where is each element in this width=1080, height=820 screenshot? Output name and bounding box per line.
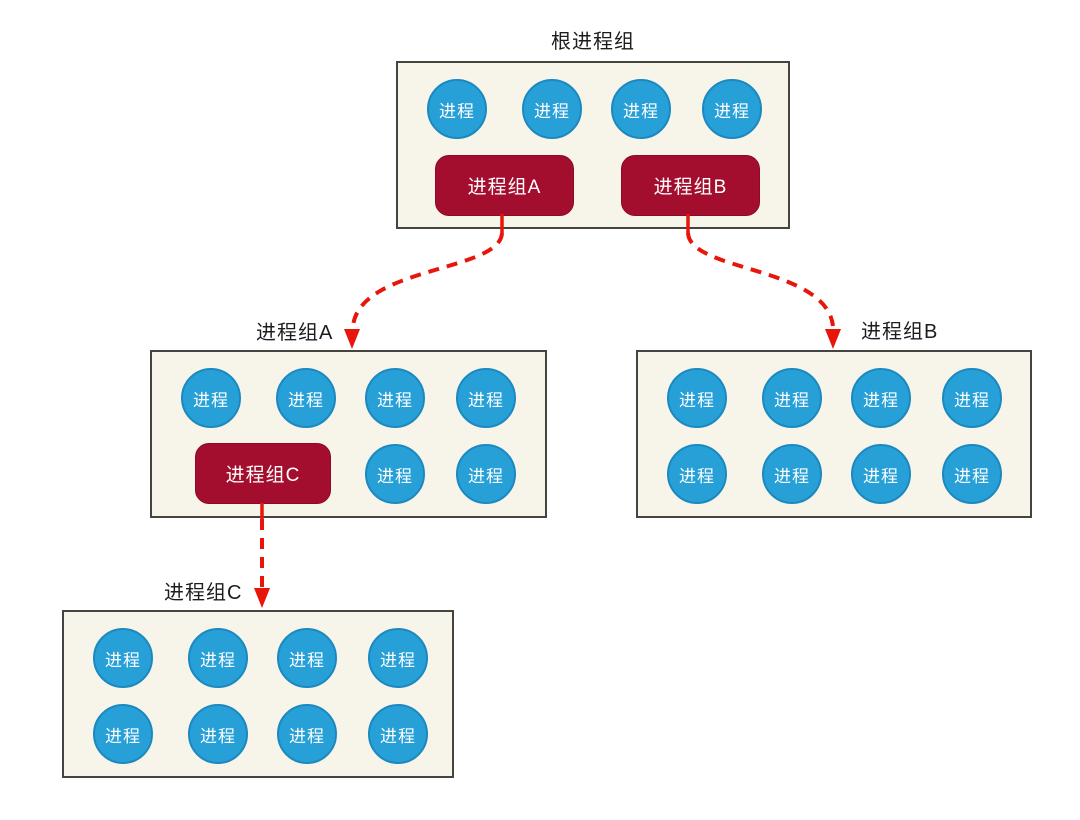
process-node: 进程 [368,628,428,688]
process-node: 进程 [277,704,337,764]
process-label: 进程 [468,390,504,410]
arrow-dashed-curve [351,232,504,327]
arrow-root-to-group-b [686,214,841,349]
process-node: 进程 [368,704,428,764]
process-node: 进程 [611,79,671,139]
process-node: 进程 [667,444,727,504]
group-title-c: 进程组C [164,582,243,604]
process-label: 进程 [377,466,413,486]
process-node: 进程 [181,368,241,428]
process-node: 进程 [667,368,727,428]
arrowhead-icon [254,588,270,608]
process-label: 进程 [468,466,504,486]
process-node: 进程 [188,704,248,764]
subgroup-chip-b-label: 进程组B [653,177,728,198]
arrow-dashed-curve [686,232,835,327]
group-box-c: 进程 进程 进程 进程 进程 进程 进程 进程 [62,610,454,778]
subgroup-chip-b: 进程组B [621,155,760,216]
process-label: 进程 [954,466,990,486]
group-title-root: 根进程组 [551,31,635,53]
process-label: 进程 [289,650,325,670]
subgroup-chip-c: 进程组C [195,443,331,504]
process-node: 进程 [456,444,516,504]
process-node: 进程 [942,444,1002,504]
process-node: 进程 [942,368,1002,428]
process-node: 进程 [188,628,248,688]
process-label: 进程 [623,101,659,121]
group-box-root: 进程 进程 进程 进程 进程组A 进程组B [396,61,790,229]
process-label: 进程 [193,390,229,410]
group-box-a: 进程 进程 进程 进程 进程组C 进程 进程 [150,350,547,518]
process-label: 进程 [380,726,416,746]
process-label: 进程 [288,390,324,410]
process-label: 进程 [954,390,990,410]
process-node: 进程 [277,628,337,688]
group-title-b: 进程组B [861,321,939,343]
process-label: 进程 [863,390,899,410]
subgroup-chip-c-label: 进程组C [225,465,301,486]
process-node: 进程 [427,79,487,139]
subgroup-chip-a-label: 进程组A [467,177,542,198]
process-node: 进程 [276,368,336,428]
process-label: 进程 [289,726,325,746]
process-node: 进程 [93,704,153,764]
process-label: 进程 [679,466,715,486]
process-label: 进程 [105,650,141,670]
group-title-a: 进程组A [256,322,334,344]
arrowhead-icon [825,329,841,349]
process-node: 进程 [762,444,822,504]
process-node: 进程 [93,628,153,688]
process-node: 进程 [702,79,762,139]
process-label: 进程 [377,390,413,410]
process-node: 进程 [365,368,425,428]
process-label: 进程 [200,650,236,670]
subgroup-chip-a: 进程组A [435,155,574,216]
process-node: 进程 [365,444,425,504]
arrowhead-icon [344,329,360,349]
process-label: 进程 [200,726,236,746]
process-label: 进程 [714,101,750,121]
process-node: 进程 [851,444,911,504]
process-label: 进程 [105,726,141,746]
process-node: 进程 [522,79,582,139]
process-label: 进程 [863,466,899,486]
process-node: 进程 [456,368,516,428]
process-label: 进程 [380,650,416,670]
process-node: 进程 [851,368,911,428]
process-label: 进程 [534,101,570,121]
arrow-group-a-to-group-c [254,503,270,608]
process-label: 进程 [679,390,715,410]
process-node: 进程 [762,368,822,428]
process-label: 进程 [774,390,810,410]
arrow-root-to-group-a [344,214,504,349]
process-label: 进程 [439,101,475,121]
group-box-b: 进程 进程 进程 进程 进程 进程 进程 进程 [636,350,1032,518]
process-label: 进程 [774,466,810,486]
